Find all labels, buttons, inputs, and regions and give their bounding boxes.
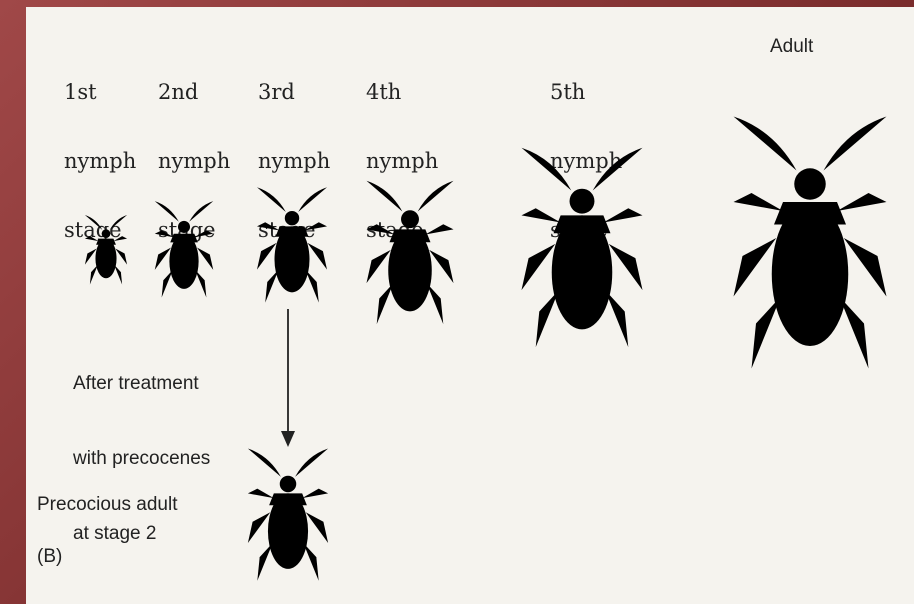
arrow-down-icon: [281, 309, 295, 447]
nymph-stage-5-illustration: [521, 148, 642, 347]
nymph-stage-4-illustration: [366, 181, 453, 324]
nymph-stage-1-illustration: [85, 215, 127, 284]
adult-illustration: [734, 117, 887, 369]
insect-illustrations: [26, 7, 914, 604]
precocious-adult-illustration: [248, 449, 328, 581]
figure-panel: 1st nymph stage 2nd nymph stage 3rd nymp…: [26, 7, 914, 604]
nymph-stage-2-illustration: [155, 201, 213, 297]
nymph-stage-3-illustration: [257, 187, 327, 302]
